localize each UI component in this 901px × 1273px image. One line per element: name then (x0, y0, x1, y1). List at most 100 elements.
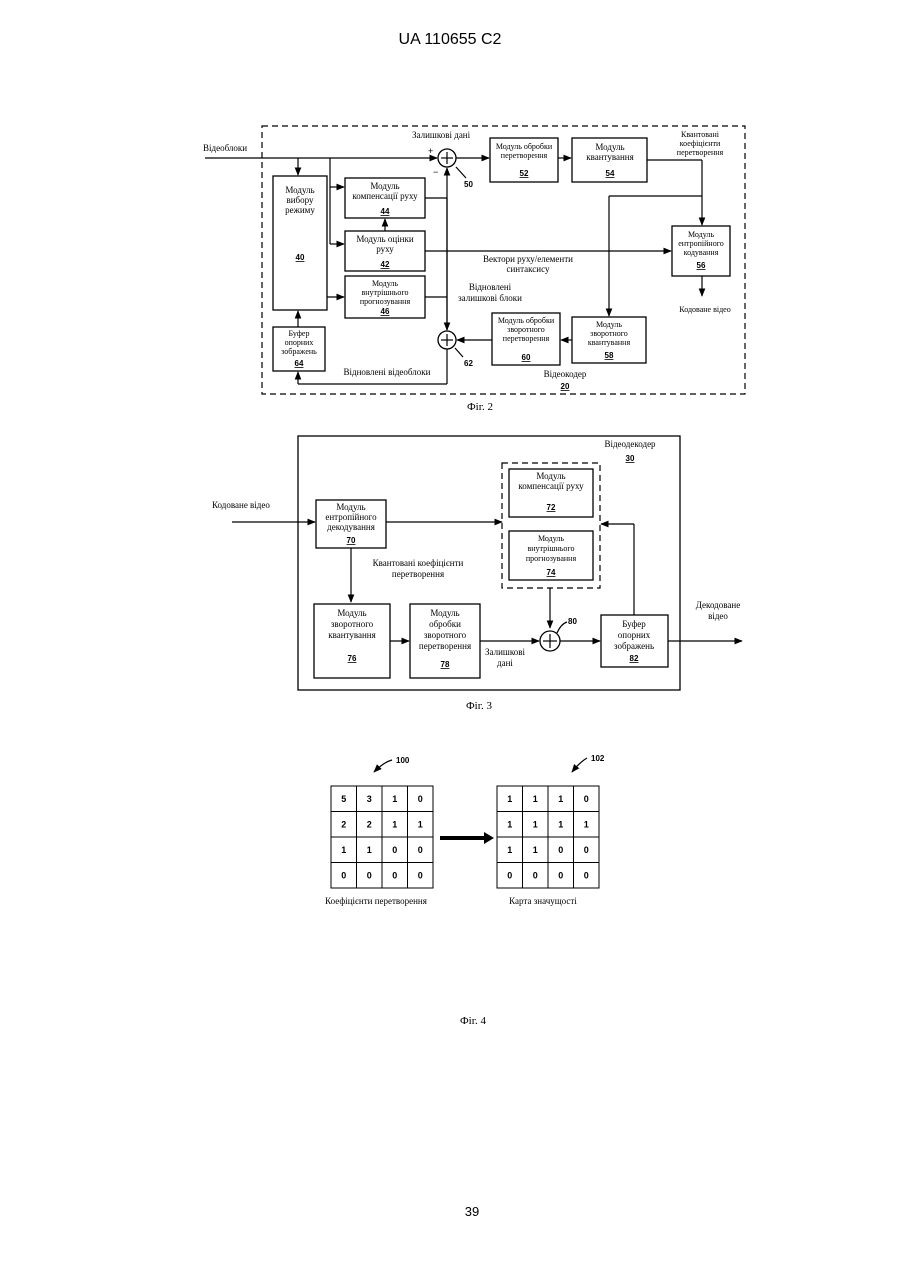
grid-cell-value: 1 (533, 819, 538, 829)
ref-number: 52 (520, 169, 529, 178)
label: квантування (328, 630, 376, 640)
label: дані (497, 658, 513, 668)
ref-number: 72 (547, 503, 556, 512)
ref-number: 64 (295, 359, 304, 368)
left-ref-number: 100 (396, 756, 410, 765)
label: Вектори руху/елементи (483, 254, 573, 264)
encoder-number: 20 (561, 382, 570, 391)
sum-top-number: 50 (464, 180, 473, 189)
label: Модуль (430, 608, 459, 618)
recon-blocks-label: Відновлені відеоблоки (344, 367, 431, 377)
grid-cell-value: 0 (341, 870, 346, 880)
ref-number: 44 (381, 207, 390, 216)
label: Модуль обробки (498, 316, 555, 325)
label: внутрішнього (361, 288, 408, 297)
grid-cell-value: 3 (367, 794, 372, 804)
document-id: UA 110655 C2 (399, 31, 502, 48)
sum-bottom-number: 62 (464, 359, 473, 368)
label: декодування (327, 522, 375, 532)
grid-cell-value: 0 (367, 870, 372, 880)
grid-cell-value: 0 (533, 870, 538, 880)
grid-cell-value: 0 (392, 845, 397, 855)
label: Буфер (289, 329, 310, 338)
label: перетворення (501, 151, 548, 160)
minus-sign: − (433, 167, 438, 177)
label: Залишкові (485, 647, 525, 657)
grid-cell-value: 0 (418, 870, 423, 880)
fig3-input-label: Кодоване відео (212, 500, 270, 510)
label: компенсації руху (518, 481, 584, 491)
grid-cell-value: 0 (584, 870, 589, 880)
grid-cell-value: 0 (584, 794, 589, 804)
ref-number: 70 (347, 536, 356, 545)
fig3-diagram: Відеодекодер 30 Кодоване відео Модуль ен… (212, 436, 742, 690)
grid-cell-value: 1 (558, 819, 563, 829)
plus-sign: + (428, 146, 433, 156)
grid-cell-value: 1 (533, 794, 538, 804)
fig4-diagram: 100 102 5310221111000000 111011111100000… (325, 754, 605, 906)
label: перетворення (677, 148, 724, 157)
right-grid-label: Карта значущості (509, 896, 577, 906)
label: зображень (614, 641, 654, 651)
transform-arrow-head (484, 832, 494, 844)
grid-cell-value: 1 (507, 794, 512, 804)
grid-cell-value: 0 (558, 870, 563, 880)
label: Відновлені (469, 282, 512, 292)
fig3-caption: Фіг. 3 (466, 700, 493, 712)
label: режиму (285, 205, 315, 215)
label: Модуль (285, 185, 314, 195)
label: Модуль (536, 471, 565, 481)
label: опорних (618, 630, 651, 640)
label: внутрішнього (527, 544, 574, 553)
label: квантування (586, 152, 634, 162)
significance-map-grid: 1110111111000000 (497, 786, 599, 888)
label: відео (708, 611, 728, 621)
label: Модуль (688, 230, 714, 239)
ref-number: 60 (522, 353, 531, 362)
grid-cell-value: 1 (507, 819, 512, 829)
label: вибору (286, 195, 314, 205)
label: Модуль (372, 279, 398, 288)
label: обробки (429, 619, 461, 629)
label: синтаксису (506, 264, 550, 274)
label: перетворення (503, 334, 550, 343)
label: квантування (588, 338, 631, 347)
sum-number: 80 (568, 617, 577, 626)
label: зворотного (507, 325, 545, 334)
leader-50 (456, 167, 466, 178)
grid-cell-value: 5 (341, 794, 346, 804)
label: ентропійного (678, 239, 724, 248)
label: Модуль (337, 608, 366, 618)
label: прогнозування (360, 297, 411, 306)
ref-number: 40 (296, 253, 305, 262)
label: Модуль (370, 181, 399, 191)
label: Модуль (336, 502, 365, 512)
label: руху (376, 244, 394, 254)
page-number: 39 (465, 1204, 479, 1219)
fig2-residual-label: Залишкові дані (412, 130, 471, 140)
left-grid-label: Коефіцієнти перетворення (325, 896, 427, 906)
fig4-caption: Фіг. 4 (460, 1015, 487, 1027)
label: Квантовані коефіцієнти (373, 558, 464, 568)
grid-cell-value: 0 (392, 870, 397, 880)
grid-cell-value: 1 (392, 794, 397, 804)
encoder-label: Відеокодер (544, 369, 587, 379)
right-ref-number: 102 (591, 754, 605, 763)
encoded-out-label: Кодоване відео (679, 305, 730, 314)
label: Модуль (596, 320, 622, 329)
grid-cell-value: 1 (507, 845, 512, 855)
fig2-caption: Фіг. 2 (467, 401, 493, 413)
label: зображень (281, 347, 317, 356)
label: Модуль обробки (496, 142, 553, 151)
ref-number: 56 (697, 261, 706, 270)
grid-cell-value: 0 (418, 845, 423, 855)
label: зворотного (590, 329, 628, 338)
grid-cell-value: 1 (584, 819, 589, 829)
grid-cell-value: 1 (533, 845, 538, 855)
label: Квантовані (681, 130, 720, 139)
grid-cell-value: 1 (558, 794, 563, 804)
ref-number: 42 (381, 260, 390, 269)
grid-cell-value: 0 (558, 845, 563, 855)
ref-number: 76 (348, 654, 357, 663)
